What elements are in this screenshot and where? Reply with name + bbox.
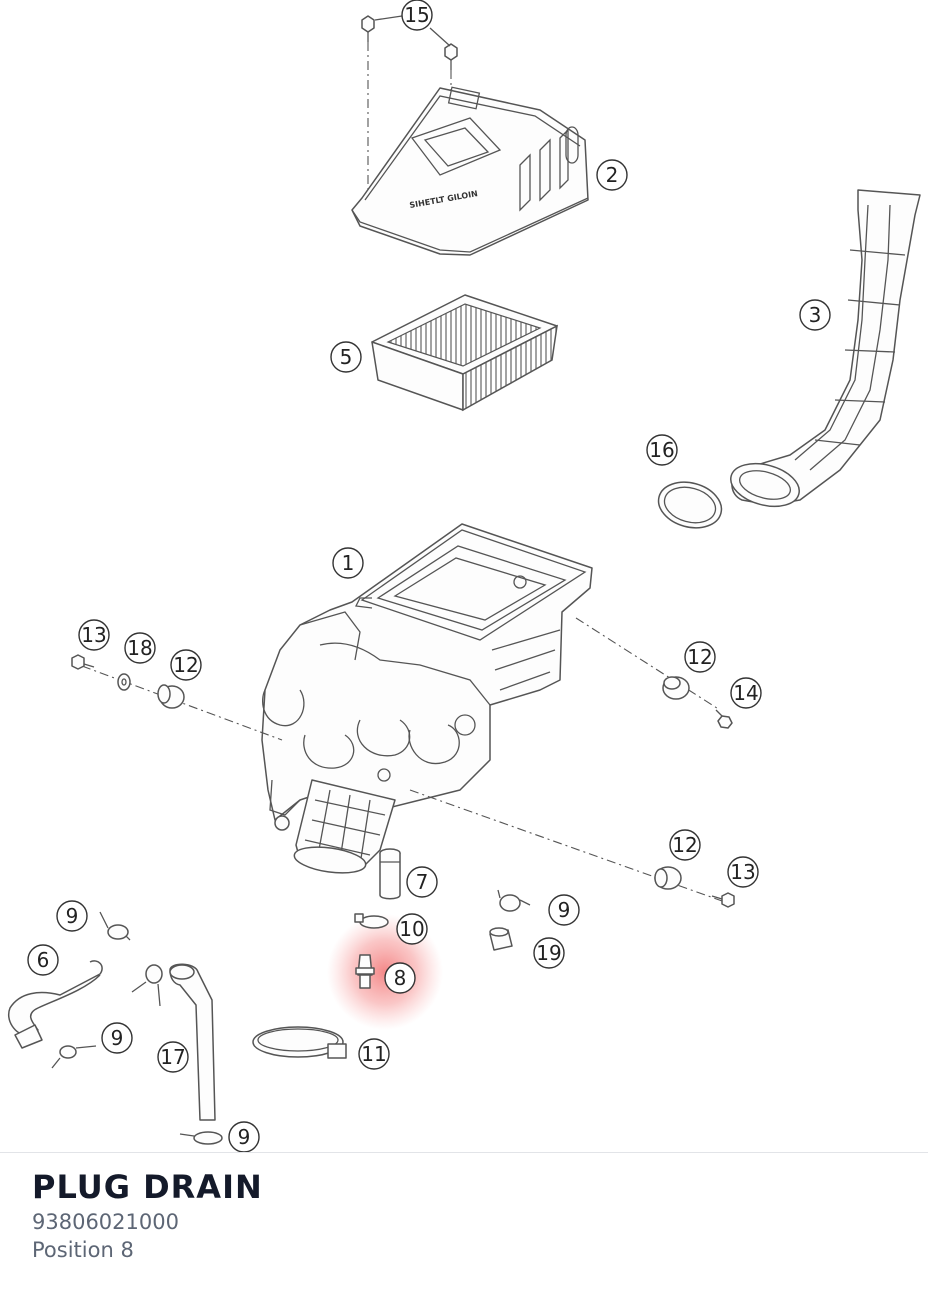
svg-text:6: 6: [37, 948, 50, 972]
svg-text:9: 9: [238, 1125, 251, 1149]
hose-clip-9-center[interactable]: [131, 964, 163, 1007]
svg-text:7: 7: [416, 870, 429, 894]
svg-text:8: 8: [394, 966, 407, 990]
hose-clamp-11[interactable]: [252, 1026, 347, 1059]
svg-text:9: 9: [66, 904, 79, 928]
svg-text:15: 15: [404, 3, 429, 27]
callout-9-upper-left[interactable]: 9: [56, 900, 88, 932]
breather-tube-7[interactable]: [379, 848, 401, 900]
part-info-footer: [0, 1153, 928, 1290]
callout-3[interactable]: 3: [799, 299, 831, 331]
callout-13-right[interactable]: 13: [727, 856, 759, 888]
svg-text:12: 12: [173, 653, 198, 677]
airbox-cover-2[interactable]: SIHETLT GILOIN: [351, 86, 589, 256]
svg-text:18: 18: [127, 636, 152, 660]
drain-plug-8[interactable]: [355, 954, 375, 989]
callout-12-right-upper[interactable]: 12: [684, 641, 716, 673]
hose-clip-9-bottom[interactable]: [179, 1131, 223, 1145]
svg-text:9: 9: [111, 1026, 124, 1050]
callout-12-right-lower[interactable]: 12: [669, 829, 701, 861]
callout-10[interactable]: 10: [396, 913, 428, 945]
hose-clip-9-lower-left[interactable]: [51, 1045, 97, 1069]
callout-14[interactable]: 14: [730, 677, 762, 709]
svg-text:12: 12: [672, 833, 697, 857]
svg-text:17: 17: [160, 1045, 185, 1069]
mounting-axis-lines: [81, 617, 726, 903]
footer-divider: [0, 1152, 928, 1153]
gasket-ring-16[interactable]: [653, 475, 726, 534]
callout-8-highlighted[interactable]: 8: [384, 962, 416, 994]
air-filter-5[interactable]: [371, 294, 558, 412]
svg-text:1: 1: [342, 551, 355, 575]
grommet-12-right-upper[interactable]: [662, 676, 690, 700]
airbox-housing-1[interactable]: [261, 523, 593, 877]
svg-text:11: 11: [361, 1042, 386, 1066]
screw-13-left[interactable]: [71, 654, 95, 670]
callout-11[interactable]: 11: [358, 1038, 390, 1070]
washer-18[interactable]: [117, 673, 131, 691]
hose-clip-9-upper-left[interactable]: [99, 911, 131, 941]
screw-13-right[interactable]: [711, 892, 735, 908]
grommet-12-left[interactable]: [157, 684, 185, 709]
drain-hose-17[interactable]: [169, 963, 216, 1121]
hose-6[interactable]: [8, 960, 103, 1049]
part-name: PLUG DRAIN: [32, 1168, 263, 1206]
svg-text:13: 13: [81, 623, 106, 647]
exploded-parts-diagram: SIHETLT GILOIN: [8, 0, 921, 1152]
part-number: 93806021000: [32, 1210, 179, 1234]
part-position: Position 8: [32, 1238, 134, 1262]
svg-text:9: 9: [558, 898, 571, 922]
svg-text:3: 3: [809, 303, 822, 327]
svg-text:10: 10: [399, 917, 424, 941]
callout-5[interactable]: 5: [330, 341, 362, 373]
callout-7[interactable]: 7: [406, 866, 438, 898]
callout-15[interactable]: 15: [401, 0, 433, 31]
callout-2[interactable]: 2: [596, 159, 628, 191]
callout-12-left[interactable]: 12: [170, 649, 202, 681]
svg-text:13: 13: [730, 860, 755, 884]
callout-19[interactable]: 19: [533, 937, 565, 969]
svg-text:14: 14: [733, 681, 758, 705]
grommet-12-right-lower[interactable]: [654, 866, 682, 890]
callout-9-bottom[interactable]: 9: [228, 1121, 260, 1152]
callout-1[interactable]: 1: [332, 547, 364, 579]
callout-6[interactable]: 6: [27, 944, 59, 976]
callout-17[interactable]: 17: [157, 1041, 189, 1073]
svg-text:12: 12: [687, 645, 712, 669]
svg-text:16: 16: [649, 438, 674, 462]
intake-snorkel-3[interactable]: [726, 189, 921, 513]
callout-9-center[interactable]: 9: [101, 1022, 133, 1054]
svg-text:5: 5: [340, 345, 353, 369]
clamp-10[interactable]: [354, 913, 389, 929]
hose-clip-9-right[interactable]: [497, 889, 531, 912]
callout-13-left[interactable]: 13: [78, 619, 110, 651]
svg-text:2: 2: [606, 163, 619, 187]
screw-14[interactable]: [715, 709, 733, 729]
cap-19[interactable]: [489, 927, 513, 951]
callout-18[interactable]: 18: [124, 632, 156, 664]
svg-text:19: 19: [536, 941, 561, 965]
callout-16[interactable]: 16: [646, 434, 678, 466]
callout-9-right[interactable]: 9: [548, 894, 580, 926]
